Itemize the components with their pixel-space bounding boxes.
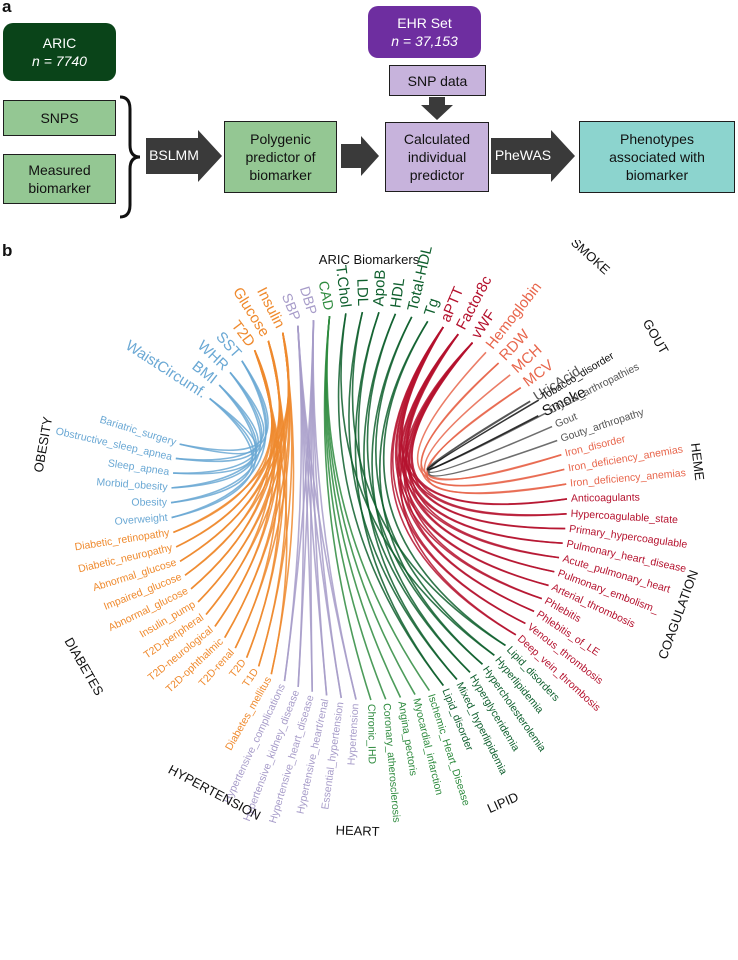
phenotypes-box: Phenotypes associated with biomarker — [579, 121, 735, 193]
association-link-ldl-mixed-hyperlipidemia — [348, 311, 458, 680]
snp-data-down-arrow — [421, 97, 453, 120]
category-label-lipid: LIPID — [485, 789, 521, 816]
association-link-insulin-diabetes-mellitus — [270, 332, 295, 675]
category-label-heme: HEME — [688, 442, 708, 481]
association-link-bmi-morbid-obesity — [171, 384, 258, 489]
category-label-obesity: OBESITY — [31, 415, 56, 473]
association-link-mch-iron-deficiency-anemias — [423, 374, 565, 487]
association-link-smoke-tobacco-disorder — [427, 399, 540, 471]
association-link-sst-morbid-obesity — [171, 360, 268, 489]
snps-box: SNPS — [3, 100, 116, 136]
association-link-sst-obstructive-sleep-apnea — [175, 360, 269, 461]
phenotype-label-anticoagulants: Anticoagulants — [571, 492, 640, 505]
phenotype-label-hypertension: Hypertension — [346, 703, 362, 766]
biomarker-label-apob: ApoB — [370, 269, 389, 307]
association-link-total-hdl-hyperlipidemia — [375, 316, 495, 656]
polygenic-predictor-box: Polygenic predictor of biomarker — [224, 121, 337, 193]
association-link-aptt-anticoagulants — [401, 326, 568, 506]
aric-cohort-box: ARIC n = 7740 — [3, 23, 116, 81]
biomarker-label-hdl: HDL — [387, 277, 408, 309]
biomarker-phenotype-circos: WaistCircumf.BMIWHRSSTT2DGlucoseInsulinS… — [31, 240, 708, 839]
category-label-gout: GOUT — [640, 316, 672, 356]
circos-title: ARIC Biomarkers — [318, 252, 420, 267]
biomarker-label-ldl: LDL — [353, 278, 371, 306]
input-brace — [119, 95, 141, 219]
association-link-factor8c-phlebitis-of-le — [398, 333, 535, 613]
association-link-whr-sleep-apnea — [173, 371, 263, 474]
association-link-hdl-hypercholesterolemia — [366, 313, 483, 665]
biomarker-label-cad: CAD — [316, 279, 338, 311]
snps-label: SNPS — [40, 110, 79, 126]
category-label-diabetes: DIABETES — [62, 635, 107, 698]
association-link-tg-lipid-disorders — [382, 320, 506, 647]
phenotype-label-hypercoagulable-state: Hypercoagulable_state — [570, 508, 678, 526]
association-link-waistcircumf-bariatric-surgery — [179, 397, 257, 455]
association-links — [170, 311, 568, 701]
panel-b-letter: b — [2, 241, 13, 260]
predictor-arrow — [341, 136, 379, 176]
association-link-bmi-overweight — [171, 384, 257, 519]
ehr-sample-size: n = 37,153 — [391, 33, 458, 49]
category-label-hypertension: HYPERTENSION — [166, 762, 263, 823]
biomarker-label-t-chol: T.Chol — [332, 264, 354, 308]
association-link-cad-ischemic-heart-disease — [326, 316, 431, 692]
phenotype-label-chronic-ihd: Chronic_IHD — [365, 704, 378, 765]
association-link-whr-obesity — [170, 371, 262, 504]
biomarker-label-tg: Tg — [421, 296, 443, 318]
category-label-heart: HEART — [335, 822, 379, 839]
bslmm-arrow — [146, 130, 222, 182]
phenotype-label-obesity: Obesity — [131, 497, 167, 509]
bslmm-label: BSLMM — [149, 147, 199, 163]
association-link-t-chol-hyperlipidemia — [340, 313, 495, 656]
association-link-dbp-hypertension — [312, 320, 357, 700]
snp-data-label: SNP data — [407, 72, 468, 89]
category-label-smoke: SMOKE — [568, 240, 613, 277]
association-link-mcv-iron-disorder — [426, 386, 562, 481]
phenotype-label-overweight: Overweight — [114, 512, 168, 528]
ehr-cohort-box: EHR Set n = 37,153 — [368, 6, 481, 58]
panel-a-letter: a — [2, 0, 12, 16]
calculated-predictor-box: Calculated individual predictor — [385, 122, 489, 192]
ehr-title: EHR Set — [397, 15, 452, 31]
phewas-arrow — [491, 130, 575, 182]
association-link-sst-overweight — [171, 360, 267, 519]
association-link-ldl-lipid-disorders — [351, 311, 506, 647]
calculated-predictor-label: Calculated individual predictor — [403, 131, 471, 183]
polygenic-predictor-label: Polygenic predictor of biomarker — [245, 131, 316, 183]
snp-data-box: SNP data — [389, 65, 486, 96]
measured-biomarker-label: Measured biomarker — [28, 162, 91, 196]
measured-biomarker-box: Measured biomarker — [3, 154, 116, 204]
phenotype-label-morbid-obesity: Morbid_obesity — [96, 476, 169, 493]
phewas-label: PheWAS — [494, 147, 552, 163]
phenotypes-label: Phenotypes associated with biomarker — [609, 131, 705, 183]
aric-sample-size: n = 7740 — [32, 53, 87, 69]
association-link-t-chol-lipid-disorder — [337, 313, 444, 687]
association-link-apob-hyperglyceridemia — [357, 312, 471, 673]
aric-title: ARIC — [42, 35, 77, 51]
node-labels: WaistCircumf.BMIWHRSSTT2DGlucoseInsulinS… — [54, 244, 688, 825]
